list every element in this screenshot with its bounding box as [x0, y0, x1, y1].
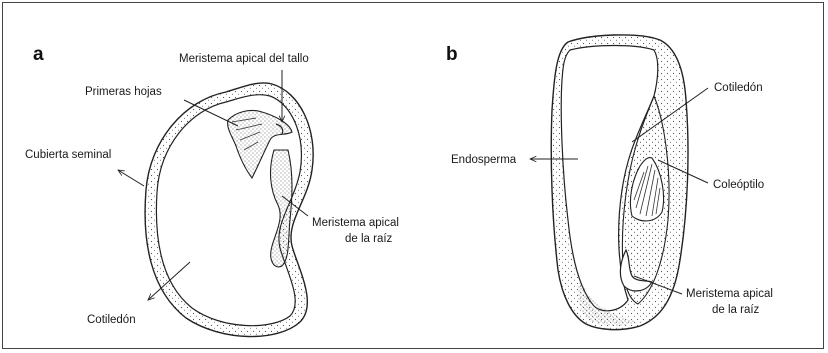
label-meristema-raiz-b-2: de la raíz	[712, 304, 760, 316]
label-coleoptilo: Coleóptilo	[713, 179, 764, 191]
label-meristema-raiz-a-2: de la raíz	[345, 233, 393, 245]
panel-a-letter: a	[33, 44, 44, 65]
corn-kernel	[551, 35, 688, 330]
label-cotiledon-a: Cotiledón	[87, 314, 136, 326]
panel-b-letter: b	[446, 44, 458, 65]
label-meristema-raiz-b-1: Meristema apical	[686, 288, 773, 300]
label-meristema-raiz-a-1: Meristema apical	[312, 217, 399, 229]
label-cotiledon-b: Cotiledón	[714, 82, 763, 94]
bean-seed	[145, 83, 313, 337]
label-primeras-hojas: Primeras hojas	[85, 86, 162, 98]
label-cubierta-seminal: Cubierta seminal	[25, 149, 111, 161]
label-endosperma: Endosperma	[451, 154, 517, 166]
label-meristema-tallo: Meristema apical del tallo	[179, 53, 309, 65]
